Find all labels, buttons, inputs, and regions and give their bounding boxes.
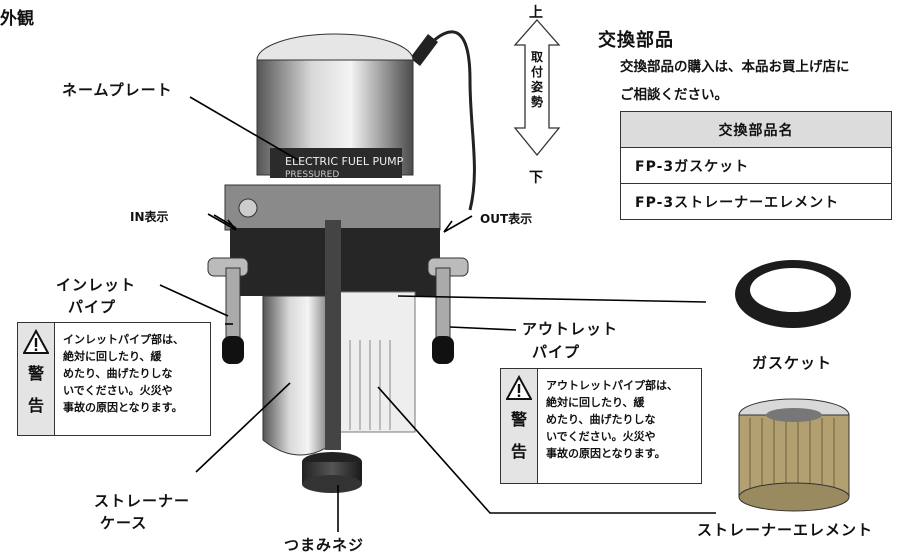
- warning-kanji-2: 告: [27, 396, 44, 415]
- section-title: 外観: [0, 9, 34, 29]
- warning-kanji-2: 告: [510, 442, 527, 461]
- warning-icon: [506, 375, 532, 400]
- warning-kanji-1: 警: [27, 364, 44, 383]
- warning-text: アウトレットパイプ部は、 絶対に回したり、緩 めたり、曲げたりしな いでください…: [546, 379, 678, 460]
- inlet-pipe-label-1: インレット: [56, 276, 137, 294]
- parts-item-gasket: FP-3ガスケット: [620, 147, 892, 184]
- parts-description-2: ご相談ください。: [620, 87, 728, 103]
- strainer-element-label: ストレーナーエレメント: [697, 521, 874, 539]
- in-display-label: IN表示: [130, 210, 169, 224]
- parts-table-header: 交換部品名: [620, 111, 892, 148]
- nameplate-line2: PRESSURED: [285, 170, 339, 180]
- strainer-case-label-1: ストレーナー: [94, 492, 191, 510]
- warning-kanji-1: 警: [510, 410, 527, 429]
- warning-box-outlet: 警 告 アウトレットパイプ部は、 絶対に回したり、緩 めたり、曲げたりしな いで…: [500, 368, 702, 484]
- warning-side: 警 告: [18, 323, 55, 435]
- out-display-label: OUT表示: [480, 212, 533, 226]
- outlet-pipe-label-1: アウトレット: [522, 320, 619, 338]
- warning-text: インレットパイプ部は、 絶対に回したり、緩 めたり、曲げたりしな いでください。…: [63, 333, 184, 414]
- parts-description-1: 交換部品の購入は、本品お買上げ店に: [620, 59, 850, 75]
- table-row: FP-3ストレーナーエレメント: [620, 183, 892, 220]
- parts-item-strainer-element: FP-3ストレーナーエレメント: [620, 183, 892, 220]
- warning-box-inlet: 警 告 インレットパイプ部は、 絶対に回したり、緩 めたり、曲げたりしな いでく…: [17, 322, 211, 436]
- table-row: FP-3ガスケット: [620, 147, 892, 184]
- direction-up: 上: [529, 5, 543, 21]
- parts-title: 交換部品: [598, 30, 674, 51]
- knob-screw-label: つまみネジ: [284, 536, 365, 554]
- parts-table-header-row: 交換部品名: [620, 111, 892, 148]
- direction-down: 下: [529, 170, 543, 186]
- nameplate-line1: ELECTRIC FUEL PUMP: [285, 155, 404, 168]
- outlet-pipe-label-2: パイプ: [532, 343, 581, 361]
- direction-label: 取付姿勢: [531, 50, 544, 109]
- warning-side: 警 告: [501, 369, 538, 483]
- gasket-label: ガスケット: [752, 354, 833, 372]
- inlet-pipe-label-2: パイプ: [68, 298, 117, 316]
- parts-table: 交換部品名 FP-3ガスケット FP-3ストレーナーエレメント: [620, 111, 892, 220]
- strainer-case-label-2: ケース: [100, 514, 148, 532]
- nameplate-label: ネームプレート: [62, 81, 173, 99]
- warning-icon: [23, 329, 49, 354]
